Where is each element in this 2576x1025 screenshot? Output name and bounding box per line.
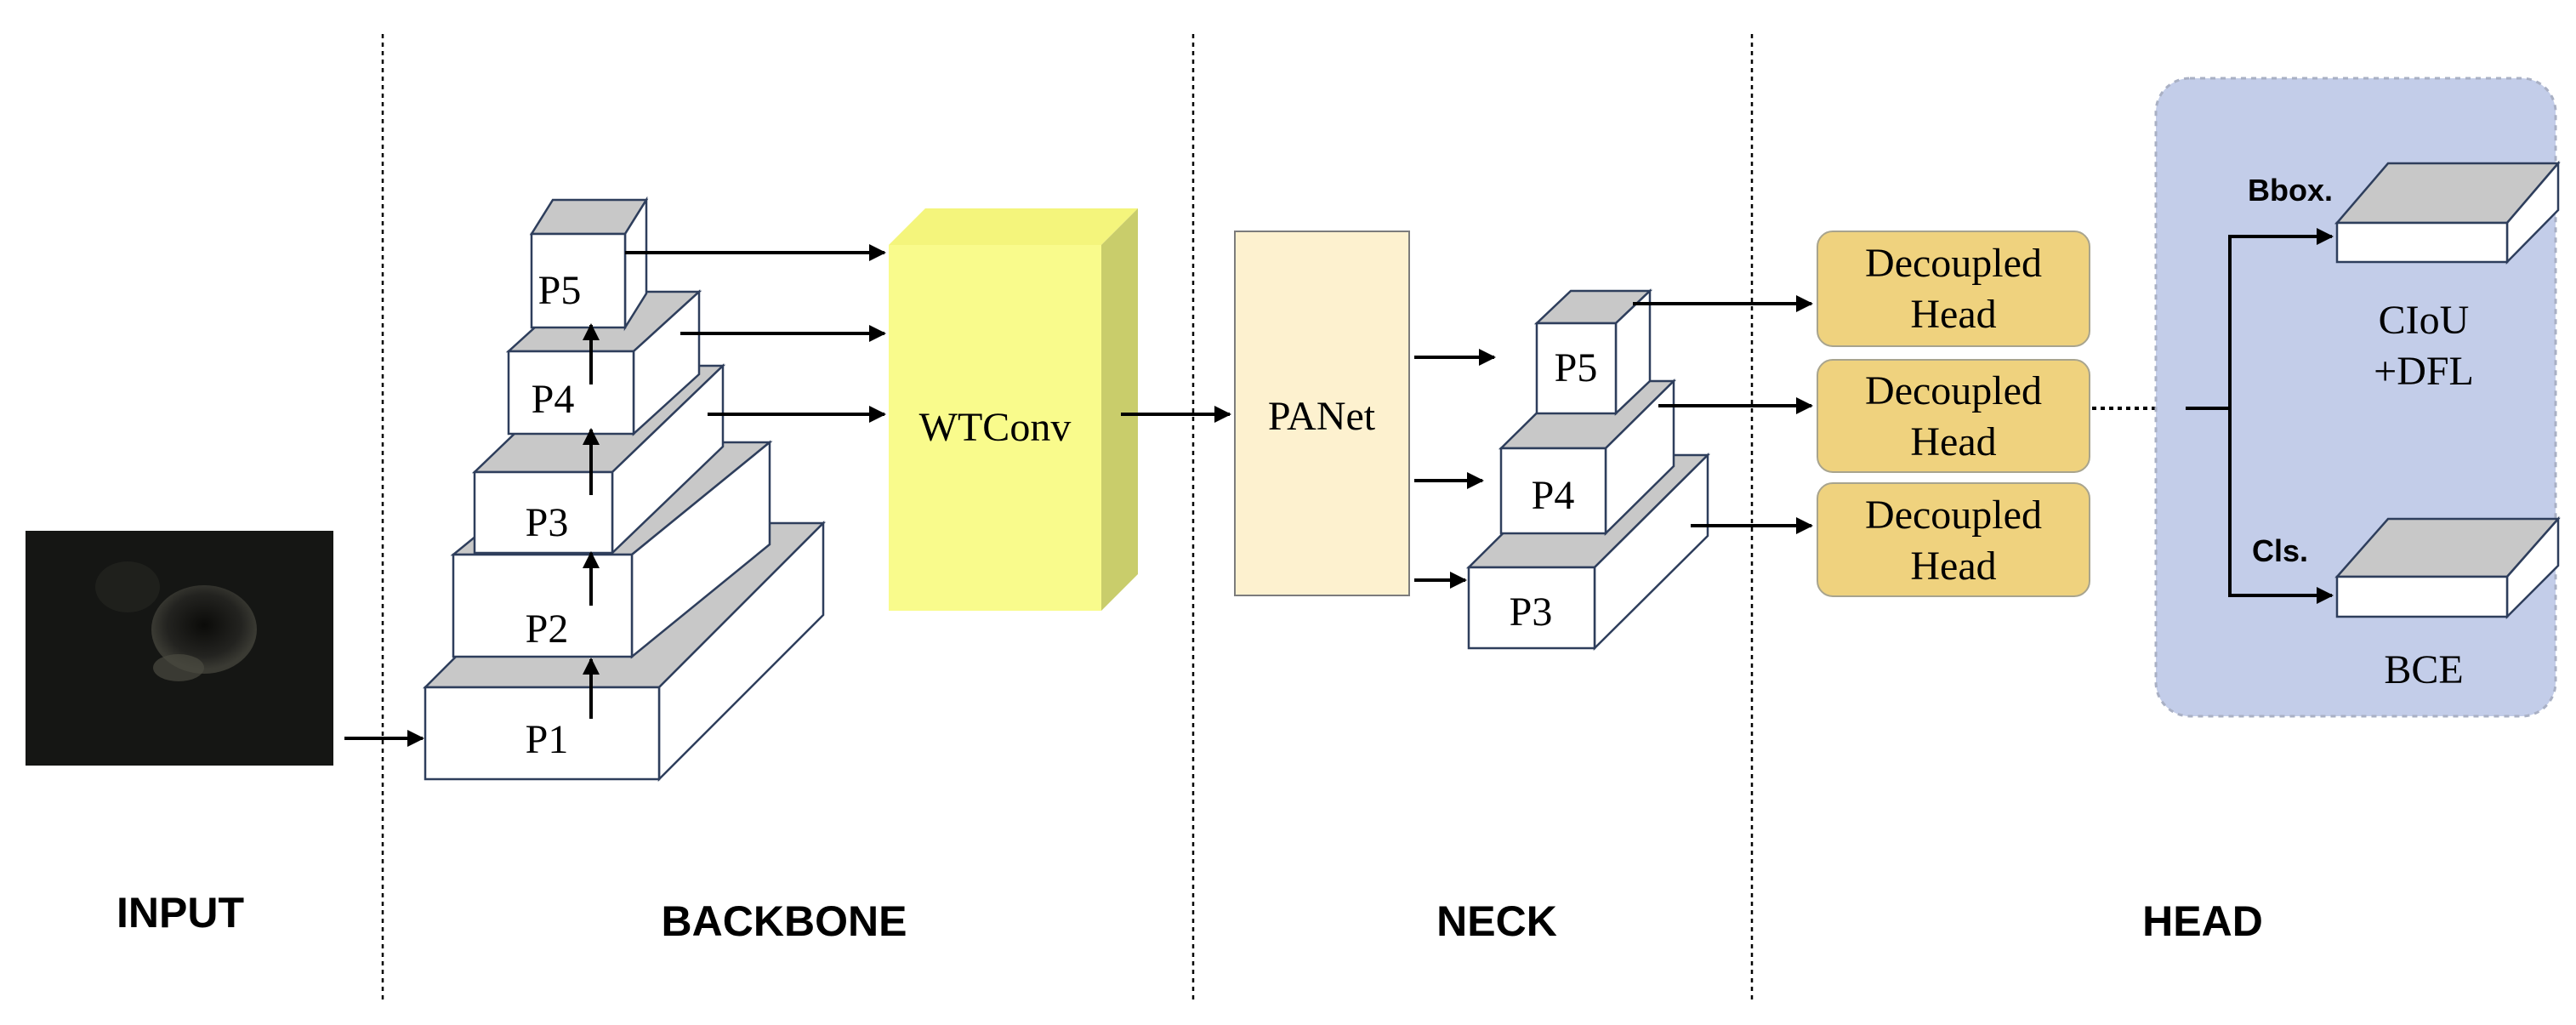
section-label-input: INPUT	[117, 889, 244, 937]
backbone-pyramid: P1 P2 P3 P4 P5	[422, 196, 827, 783]
backbone-label-p4: P4	[532, 377, 575, 422]
bbox-tag: Bbox.	[2248, 173, 2333, 208]
cls-cube	[2334, 515, 2561, 620]
decoupled-head-1-line1: Decoupled	[1865, 241, 2042, 286]
neck-pyramid: P3 P4 P5	[1465, 288, 1711, 652]
backbone-label-p3: P3	[526, 500, 569, 545]
backbone-label-p5: P5	[538, 268, 582, 313]
section-label-head: HEAD	[2142, 897, 2263, 945]
wtconv-top	[889, 208, 1138, 245]
decoupled-heads: Decoupled Head Decoupled Head Decoupled …	[1817, 231, 2090, 597]
neck-label-p3: P3	[1510, 589, 1553, 635]
decoupled-head-3-line1: Decoupled	[1865, 493, 2042, 538]
decoupled-head-3: Decoupled Head	[1817, 482, 2090, 597]
input-image-highlight	[153, 654, 204, 681]
wtconv-side	[1101, 208, 1138, 611]
neck-cube-p4	[1498, 379, 1677, 536]
cls-loss: BCE	[2384, 647, 2463, 692]
neck-cube-p3	[1465, 452, 1711, 652]
branch-bbox-arrow	[2228, 228, 2334, 408]
neck-label-p5: P5	[1555, 345, 1598, 390]
input-image-shadow	[95, 561, 160, 612]
wtconv-label: WTConv	[919, 405, 1072, 450]
backbone-label-p1: P1	[526, 717, 569, 762]
wtconv-block: WTConv	[889, 208, 1138, 611]
panet-label: PANet	[1268, 394, 1376, 439]
section-label-neck: NECK	[1436, 897, 1557, 945]
branch-cls-arrow	[2228, 408, 2334, 604]
bbox-loss-line2: +DFL	[2374, 349, 2474, 394]
input-image-crater	[151, 585, 257, 674]
input-image	[26, 531, 333, 766]
cls-tag: Cls.	[2252, 533, 2308, 568]
neck-cube-p5	[1533, 288, 1653, 416]
section-label-backbone: BACKBONE	[662, 897, 907, 945]
decoupled-head-3-line2: Head	[1910, 544, 1996, 589]
bbox-cube	[2334, 160, 2561, 265]
panet-block: PANet	[1234, 231, 1410, 596]
cube-p5	[529, 196, 649, 332]
bbox-loss-line1: CIoU	[2379, 298, 2470, 343]
decoupled-head-2-line2: Head	[1910, 419, 1996, 464]
decoupled-head-2-line1: Decoupled	[1865, 368, 2042, 413]
decoupled-head-1: Decoupled Head	[1817, 231, 2090, 347]
head-panel: Bbox. Cls. CIoU +DFL BCE	[2154, 77, 2561, 718]
backbone-label-p2: P2	[526, 606, 569, 652]
wtconv-front	[889, 245, 1101, 611]
neck-label-p4: P4	[1532, 473, 1575, 518]
decoupled-head-1-line2: Head	[1910, 292, 1996, 337]
decoupled-head-2: Decoupled Head	[1817, 359, 2090, 473]
panet-box	[1234, 231, 1410, 596]
